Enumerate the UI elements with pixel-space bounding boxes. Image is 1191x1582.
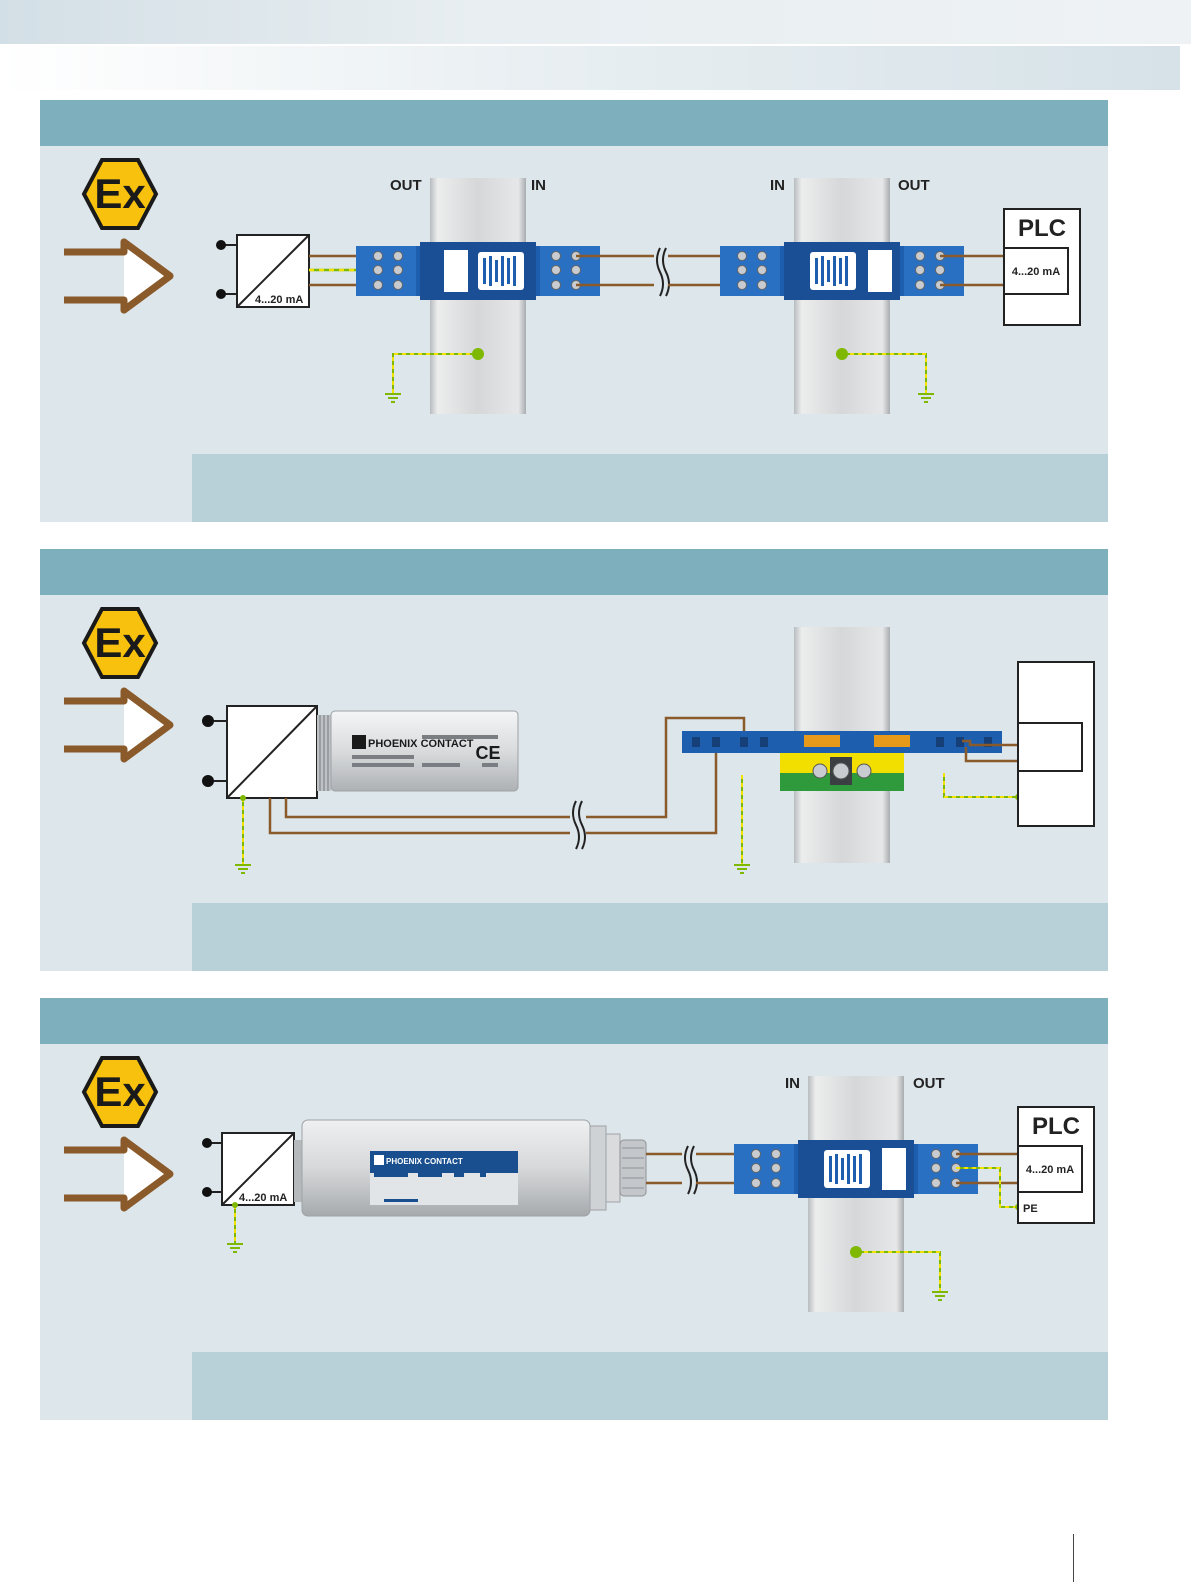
panel-header (40, 998, 1108, 1044)
terminal-block-surge-protector (682, 731, 1002, 791)
transmitter (202, 705, 318, 799)
plc-title: PLC (1018, 215, 1066, 242)
explosion-arrow-icon (64, 687, 174, 763)
ex-hazard-icon: Ex (81, 607, 159, 679)
plc-box: PLC 4...20 mA PE (1017, 1106, 1095, 1224)
transmitter-signal-label: 4...20 mA (255, 294, 303, 306)
transmitter: 4...20 mA (216, 234, 310, 308)
brand-logo: PHOENIX CONTACT (368, 738, 474, 750)
out-label: OUT (390, 177, 422, 194)
header-band (0, 0, 1191, 44)
in-label: IN (770, 177, 785, 194)
surge-protection-module (356, 242, 600, 300)
surge-protection-module (720, 242, 964, 300)
screw-in-surge-protector: PHOENIX CONTACT CE (317, 710, 519, 792)
panel-caption-area (192, 903, 1108, 971)
in-label: IN (531, 177, 546, 194)
panel-caption-area (192, 454, 1108, 522)
wiring-diagram-3: Ex IN OUT 4...20 mA PHOENIX CONTA (64, 1056, 1095, 1312)
svg-text:Ex: Ex (94, 1068, 146, 1115)
ce-mark: CE (475, 743, 500, 763)
surge-protection-module (734, 1140, 978, 1198)
plc-pe-label: PE (1023, 1203, 1038, 1215)
in-label: IN (785, 1075, 800, 1092)
application-panel-1: Ex OUT IN IN OUT 4...20 mA (40, 100, 1108, 522)
application-panel-3: Ex IN OUT 4...20 mA PHOENIX CONTA (40, 998, 1108, 1420)
earth-ground-icon (235, 864, 251, 874)
field-device-surge-protector: PHOENIX CONTACT (294, 1119, 647, 1217)
plc-signal-label: 4...20 mA (1012, 266, 1060, 278)
plc-box (1017, 661, 1095, 827)
earth-ground-icon (227, 1243, 243, 1253)
page-divider (1073, 1534, 1074, 1582)
ex-hazard-icon: Ex (81, 158, 159, 230)
earth-ground-icon (836, 348, 934, 403)
transmitter: 4...20 mA (202, 1132, 295, 1206)
out-label: OUT (913, 1075, 945, 1092)
plc-signal-label: 4...20 mA (1026, 1164, 1074, 1176)
wiring-diagram-1: Ex OUT IN IN OUT 4...20 mA (64, 158, 1081, 414)
application-panel-2: Ex PHOENIX CONTACT CE (40, 549, 1108, 971)
brand-logo: PHOENIX CONTACT (386, 1157, 463, 1166)
out-label: OUT (898, 177, 930, 194)
earth-ground-icon (850, 1246, 948, 1301)
subheader-band (0, 46, 1180, 90)
panel-header (40, 100, 1108, 146)
ex-hazard-icon: Ex (81, 1056, 159, 1128)
transmitter-signal-label: 4...20 mA (239, 1192, 287, 1204)
svg-text:Ex: Ex (94, 619, 146, 666)
earth-ground-icon (385, 348, 484, 403)
earth-ground-icon (734, 864, 750, 874)
explosion-arrow-icon (64, 1136, 174, 1212)
explosion-arrow-icon (64, 238, 174, 314)
panel-caption-area (192, 1352, 1108, 1420)
panel-header (40, 549, 1108, 595)
svg-text:Ex: Ex (94, 170, 146, 217)
wiring-diagram-2: Ex PHOENIX CONTACT CE (64, 607, 1095, 874)
plc-box: PLC 4...20 mA (1003, 208, 1081, 326)
plc-title: PLC (1032, 1113, 1080, 1140)
